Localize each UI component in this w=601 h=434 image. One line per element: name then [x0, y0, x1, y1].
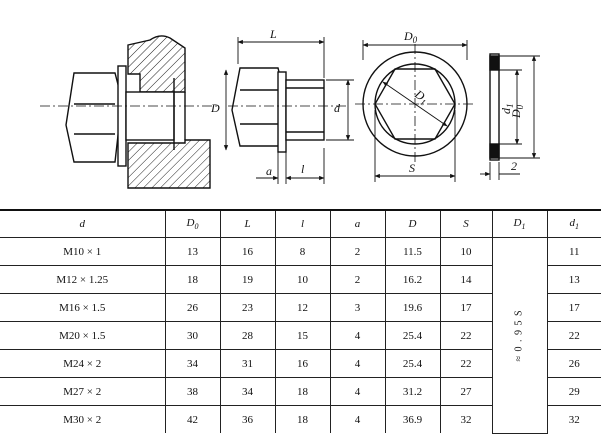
technical-drawing: L D d a l D1 D0 S: [40, 27, 540, 189]
cell-d: M27 × 2: [0, 377, 166, 406]
header-a: a: [329, 209, 386, 238]
cell-D0: 18: [164, 265, 221, 294]
dimension-S: [374, 110, 456, 182]
cell-a: 4: [329, 321, 386, 350]
cell-D: 36.9: [384, 405, 441, 433]
cell-l: 16: [274, 349, 331, 378]
cell-d1: 17: [546, 293, 601, 322]
cell-D0: 42: [164, 405, 221, 433]
plug-side-view: [231, 67, 325, 153]
cell-d: M20 × 1.5: [0, 321, 166, 350]
header-d1: d1: [546, 209, 601, 238]
cell-L: 28: [219, 321, 276, 350]
dimension-ring: [480, 55, 540, 180]
cell-D: 25.4: [384, 349, 441, 378]
dim-d-label: d: [334, 101, 341, 115]
cell-D: 16.2: [384, 265, 441, 294]
cell-d1: 29: [546, 377, 601, 406]
table-header-row: d D0 L l a D S D1 d1: [0, 209, 601, 238]
cell-L: 34: [219, 377, 276, 406]
dim-d1-ring-label: d1: [499, 104, 515, 115]
dim-D0-ring-label: D0: [509, 104, 525, 119]
cell-D0: 13: [164, 237, 221, 266]
assembly-section-view: [65, 35, 211, 189]
cell-S: 27: [439, 377, 493, 406]
cell-S: 32: [439, 405, 493, 433]
cell-a: 3: [329, 293, 386, 322]
cell-D: 11.5: [384, 237, 441, 266]
cell-D1-merged: ≈ 0 . 9 5 S: [491, 237, 548, 434]
cell-L: 36: [219, 405, 276, 433]
cell-l: 8: [274, 237, 331, 266]
dim-S-label: S: [409, 161, 415, 175]
cell-d1: 32: [546, 405, 601, 433]
cell-d: M12 × 1.25: [0, 265, 166, 294]
cell-d: M30 × 2: [0, 405, 166, 433]
dim-2-label: 2: [511, 159, 517, 173]
cell-a: 2: [329, 237, 386, 266]
cell-D: 25.4: [384, 321, 441, 350]
cell-d1: 22: [546, 321, 601, 350]
dim-D-label: D: [210, 101, 220, 115]
cell-L: 23: [219, 293, 276, 322]
cell-d1: 26: [546, 349, 601, 378]
header-L: L: [219, 209, 276, 238]
cell-l: 15: [274, 321, 331, 350]
cell-D: 19.6: [384, 293, 441, 322]
header-d: d: [0, 209, 166, 238]
header-S: S: [439, 209, 493, 238]
cell-a: 4: [329, 377, 386, 406]
cell-D0: 38: [164, 377, 221, 406]
cell-d1: 13: [546, 265, 601, 294]
cell-d1: 11: [546, 237, 601, 266]
cell-l: 18: [274, 405, 331, 433]
cell-l: 12: [274, 293, 331, 322]
sealing-ring-section: [489, 53, 500, 161]
cell-D0: 26: [164, 293, 221, 322]
dimension-D0: [362, 40, 468, 60]
cell-L: 16: [219, 237, 276, 266]
cell-L: 19: [219, 265, 276, 294]
dim-a-label: a: [266, 164, 272, 178]
cell-S: 17: [439, 293, 493, 322]
cell-L: 31: [219, 349, 276, 378]
header-D: D: [384, 209, 441, 238]
cell-D: 31.2: [384, 377, 441, 406]
cell-l: 10: [274, 265, 331, 294]
dimension-a-l: [256, 148, 325, 184]
cell-S: 10: [439, 237, 493, 266]
cell-l: 18: [274, 377, 331, 406]
cell-S: 22: [439, 349, 493, 378]
dim-L-label: L: [269, 27, 277, 41]
cell-d: M24 × 2: [0, 349, 166, 378]
cell-D0: 34: [164, 349, 221, 378]
cell-a: 4: [329, 349, 386, 378]
cell-d: M10 × 1: [0, 237, 166, 266]
header-l: l: [274, 209, 331, 238]
cell-a: 2: [329, 265, 386, 294]
dimension-d: [326, 79, 354, 141]
dimension-L: [237, 37, 325, 78]
dim-D0-label: D0: [403, 29, 418, 45]
header-D1: D1: [491, 209, 548, 238]
cell-D0: 30: [164, 321, 221, 350]
dim-D1-label: D1: [410, 86, 431, 107]
cell-d: M16 × 1.5: [0, 293, 166, 322]
cell-S: 14: [439, 265, 493, 294]
cell-a: 4: [329, 405, 386, 433]
cell-S: 22: [439, 321, 493, 350]
dim-l-label: l: [301, 162, 305, 176]
header-D0: D0: [164, 209, 221, 238]
